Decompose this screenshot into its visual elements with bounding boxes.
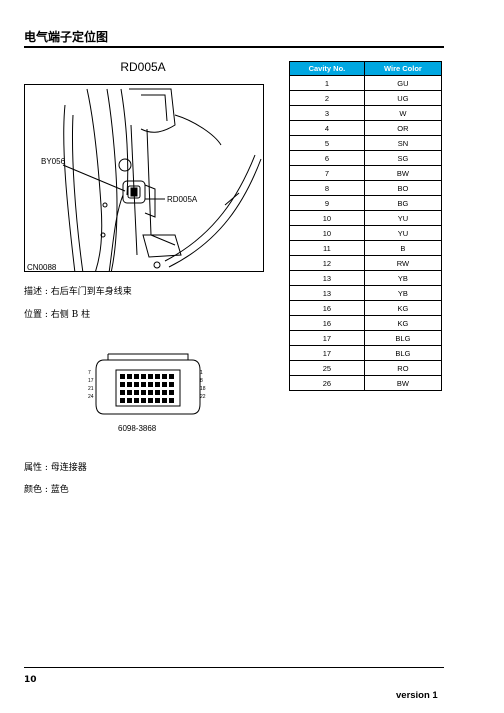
wire-color-cell: KG: [363, 300, 443, 316]
wire-color-cell: GU: [363, 75, 443, 91]
connector-pinout-diagram: 7 17 21 24 1 8 18 22: [88, 348, 208, 426]
wire-color-cell: BO: [363, 180, 443, 196]
header-divider: [24, 46, 444, 48]
pin-label-right-4: 22: [200, 394, 206, 400]
wire-color-cell: YB: [363, 270, 443, 286]
grommet-label: BY056: [41, 157, 66, 166]
wire-color-cell: SN: [363, 135, 443, 151]
wire-color-cell: B: [363, 240, 443, 256]
pin-label-left-1: 7: [88, 370, 91, 376]
part-number: 6098-3868: [118, 424, 157, 433]
pin-label-left-2: 17: [88, 378, 94, 384]
wire-color-column-header: Wire Color: [363, 61, 443, 76]
pin-label-right-3: 18: [200, 386, 206, 392]
cavity-number-cell: 8: [289, 180, 365, 196]
cavity-number-cell: 17: [289, 345, 365, 361]
wire-color-cell: BLG: [363, 345, 443, 361]
cavity-number-cell: 5: [289, 135, 365, 151]
version-label: version 1: [396, 690, 438, 701]
cavity-number-cell: 16: [289, 315, 365, 331]
cavity-number-cell: 26: [289, 375, 365, 391]
cavity-number-cell: 16: [289, 300, 365, 316]
color-text: 颜色 : 蓝色: [24, 485, 69, 495]
connector-title: RD005A: [120, 60, 166, 74]
wire-color-cell: BW: [363, 375, 443, 391]
pin-label-left-4: 24: [88, 394, 94, 400]
cavity-number-cell: 6: [289, 150, 365, 166]
location-photo: BY056 RD005A CN0088: [24, 84, 264, 272]
pin-label-right-1: 1: [200, 370, 203, 376]
property-text: 属性 : 母连接器: [24, 463, 87, 473]
table-header-row: Cavity No. Wire Color: [289, 61, 443, 76]
wire-color-cell: KG: [363, 315, 443, 331]
cavity-number-cell: 10: [289, 225, 365, 241]
pin-label-left-3: 21: [88, 386, 94, 392]
cavity-number-cell: 4: [289, 120, 365, 136]
wire-color-cell: YU: [363, 225, 443, 241]
cavity-number-cell: 3: [289, 105, 365, 121]
cavity-number-cell: 2: [289, 90, 365, 106]
pin-label-right-2: 8: [200, 378, 203, 384]
page-number: 10: [24, 675, 37, 685]
b-pillar-illustration: [62, 88, 262, 271]
wire-color-cell: W: [363, 105, 443, 121]
cavity-number-cell: 17: [289, 330, 365, 346]
cavity-number-cell: 13: [289, 285, 365, 301]
wire-color-cell: RO: [363, 360, 443, 376]
cavity-number-cell: 13: [289, 270, 365, 286]
connector-callout-label: RD005A: [167, 195, 198, 204]
cavity-number-cell: 25: [289, 360, 365, 376]
connector-face-drawing: [95, 353, 201, 415]
cavity-column-header: Cavity No.: [289, 61, 365, 76]
wire-color-cell: SG: [363, 150, 443, 166]
wire-color-cell: UG: [363, 90, 443, 106]
cavity-number-cell: 1: [289, 75, 365, 91]
cavity-number-cell: 11: [289, 240, 365, 256]
wire-color-cell: BW: [363, 165, 443, 181]
location-text: 位置 : 右侧 B 柱: [24, 310, 91, 320]
wire-color-cell: OR: [363, 120, 443, 136]
figure-id: CN0088: [27, 263, 57, 272]
cavity-number-cell: 9: [289, 195, 365, 211]
wire-color-cell: YU: [363, 210, 443, 226]
page-title: 电气端子定位图: [24, 30, 109, 44]
wire-color-cell: BG: [363, 195, 443, 211]
wire-color-cell: BLG: [363, 330, 443, 346]
wire-color-cell: RW: [363, 255, 443, 271]
description-text: 描述 : 右后车门到车身线束: [24, 287, 132, 297]
cavity-number-cell: 12: [289, 255, 365, 271]
wire-color-cell: YB: [363, 285, 443, 301]
cavity-number-cell: 7: [289, 165, 365, 181]
footer-divider: [24, 667, 444, 668]
cavity-number-cell: 10: [289, 210, 365, 226]
